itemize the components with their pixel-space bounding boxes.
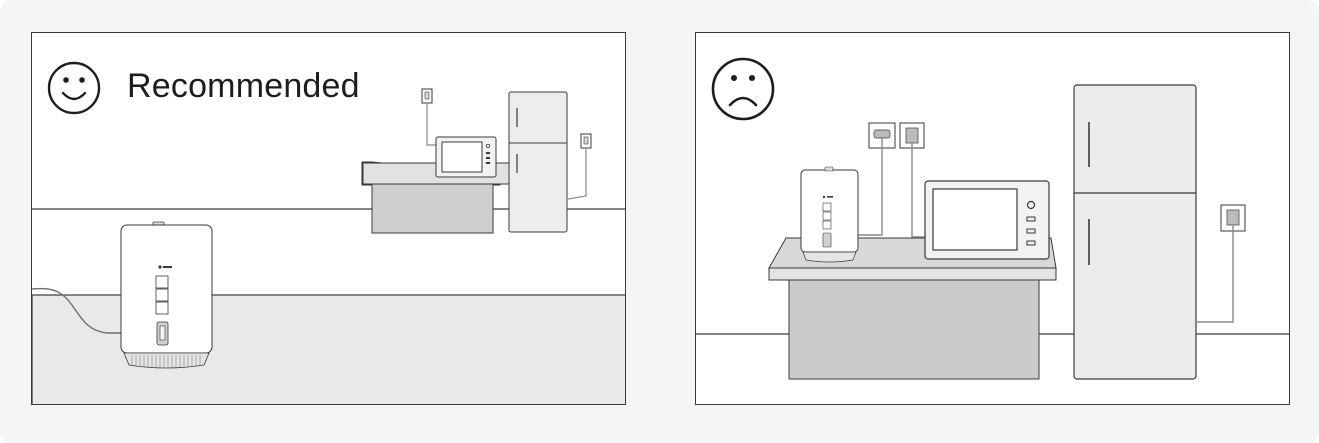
- microwave-icon: [924, 180, 1050, 260]
- refrigerator-icon: [1073, 84, 1197, 380]
- not-recommended-placement-panel: [695, 32, 1290, 405]
- fridge-cable: [1197, 225, 1234, 323]
- microwave-cable: [911, 143, 926, 238]
- recommended-placement-panel: Recommended: [31, 32, 626, 405]
- recommended-label: Recommended: [127, 67, 360, 105]
- router-device: [120, 221, 213, 369]
- refrigerator-icon: [508, 91, 568, 233]
- fridge-cable: [567, 148, 587, 200]
- smiley-face-icon: [47, 61, 101, 115]
- microwave-icon: [435, 136, 497, 178]
- not-recommended-scene: [696, 57, 1289, 380]
- recommended-scene: [32, 61, 625, 404]
- router-device: [800, 166, 859, 263]
- frowning-face-icon: [711, 57, 775, 121]
- kitchen-counter: [361, 161, 511, 234]
- wall-outlet-icon: [421, 88, 433, 104]
- router-power-cable: [856, 138, 883, 236]
- router-brand-logo: [163, 266, 172, 268]
- fridge-outlet-icon: [580, 133, 592, 149]
- router-power-cable: [32, 287, 157, 334]
- wall-outlets-icon: [868, 122, 925, 149]
